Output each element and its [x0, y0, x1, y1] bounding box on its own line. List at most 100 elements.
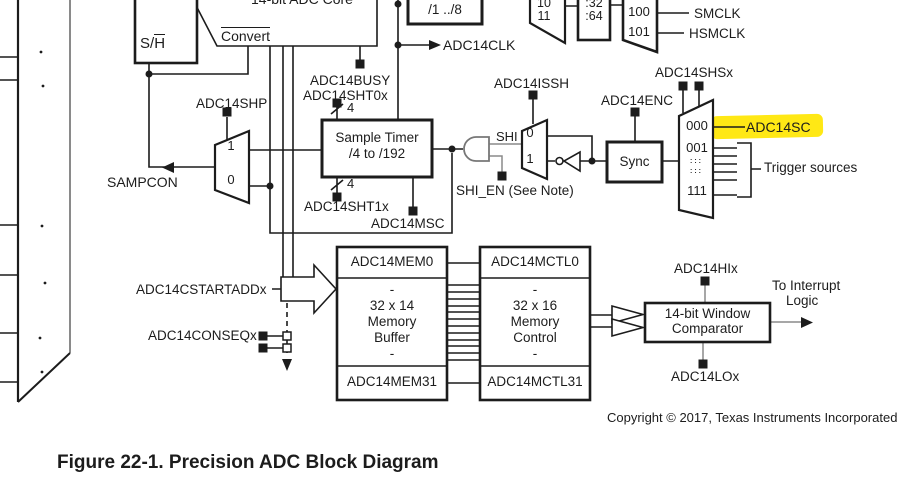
mctl-line-2: Memory	[510, 314, 560, 329]
issh-mux	[520, 118, 549, 181]
adc-core-title: 14-bit ADC Core	[251, 0, 353, 7]
to-interrupt-line2: Logic	[786, 293, 819, 308]
sample-timer-box	[320, 118, 434, 179]
conseq-tap-square-2	[282, 343, 292, 353]
shs-dots-2: :::	[690, 168, 703, 175]
bus-width-bottom: 4	[347, 176, 355, 191]
mem-header: ADC14MEM0	[350, 254, 434, 269]
clocksel-row-100: 100	[628, 4, 650, 19]
mem-line-1: 32 x 14	[369, 298, 415, 313]
hsmclk-label: HSMCLK	[689, 26, 746, 41]
to-interrupt-line1: To Interrupt	[772, 278, 841, 293]
prediv-row-11: 11	[537, 9, 551, 23]
adc14sht0x-label: ADC14SHT0x	[303, 88, 388, 103]
trigger-select-mux	[677, 98, 715, 220]
shs-row-001: 001	[686, 140, 708, 155]
mem-line-2: Memory	[367, 314, 417, 329]
conseq-arrowhead	[282, 359, 292, 371]
memory-control-box	[478, 245, 592, 402]
adc14busy-label: ADC14BUSY	[310, 73, 391, 88]
sync-label: Sync	[619, 154, 650, 169]
mem-footer: ADC14MEM31	[346, 374, 438, 389]
shs-dots-1: :::	[690, 158, 703, 165]
clock-prediv-mux	[528, 0, 567, 45]
memory-buffer-dividers	[337, 277, 447, 367]
shs-row-111: 111	[687, 183, 707, 198]
adc14hix-label: ADC14HIx	[674, 261, 738, 276]
sampcon-mux-1: 1	[227, 138, 235, 153]
clock-div32-64-box	[576, 0, 612, 42]
div-row-32: :32	[585, 0, 603, 10]
adc14sc-label: ADC14SC	[746, 119, 811, 135]
shi-en-label: SHI_EN (See Note)	[456, 183, 574, 198]
and-gate	[463, 136, 490, 162]
sample-hold-label: S/H	[140, 34, 166, 52]
shs-row-000: 000	[686, 118, 708, 133]
prediv-row-10: 10	[537, 0, 551, 10]
adc14cstartaddx-label: ADC14CSTARTADDx	[136, 282, 267, 297]
comparator-line1: 14-bit Window	[664, 306, 751, 321]
convert-label: Convert	[221, 27, 271, 44]
sampcon-arrowhead	[162, 162, 174, 173]
adc14enc-label: ADC14ENC	[601, 93, 674, 108]
sampcon-mux-0: 0	[227, 172, 235, 187]
copyright-notice: Copyright © 2017, Texas Instruments Inco…	[607, 410, 898, 425]
figure-caption: Figure 22-1. Precision ADC Block Diagram	[57, 452, 439, 473]
adc14clk-label: ADC14CLK	[443, 37, 516, 53]
comparator-line2: Comparator	[671, 321, 744, 336]
clock-source-mux	[621, 0, 659, 54]
gray-wires	[489, 143, 801, 360]
adc-core-box	[192, 0, 378, 47]
adc14sc-highlight	[710, 113, 824, 140]
mctl-line-4: -	[532, 346, 538, 361]
memory-control-dividers	[480, 277, 590, 367]
mem-line-4: -	[389, 346, 395, 361]
conseq-tap-square-1	[282, 331, 292, 341]
adc14issh-label: ADC14ISSH	[494, 76, 570, 91]
shi-label: SHI	[496, 129, 518, 144]
smclk-label: SMCLK	[694, 6, 741, 21]
adc14sht1x-label: ADC14SHT1x	[304, 199, 389, 214]
issh-mux-1: 1	[526, 151, 534, 166]
mctl-line-1: 32 x 16	[512, 298, 558, 313]
mem-line-0: -	[389, 282, 395, 297]
sampcon-mux	[213, 129, 251, 205]
clock-divider-label: /1 ../8	[428, 2, 462, 17]
sample-timer-line1: Sample Timer	[335, 130, 419, 145]
mctl-footer: ADC14MCTL31	[487, 374, 583, 389]
inverter-gate	[562, 150, 581, 173]
adc14lox-label: ADC14LOx	[671, 369, 740, 384]
bus-width-top: 4	[347, 100, 355, 115]
sample-hold-box	[133, 0, 199, 65]
analog-input-mux	[16, 0, 71, 403]
adc14clk-arrowhead	[429, 40, 441, 50]
adc14shsx-label: ADC14SHSx	[655, 65, 734, 80]
interrupt-arrowhead	[801, 317, 813, 328]
overlined-h: H	[154, 34, 166, 52]
clock-divider-box	[406, 0, 484, 26]
adc14shp-label: ADC14SHP	[196, 96, 268, 111]
mem-line-3: Buffer	[374, 330, 410, 345]
mctl-line-3: Control	[513, 330, 557, 345]
junction-dots	[145, 0, 596, 190]
window-comparator-box	[643, 301, 772, 344]
sample-timer-line2: /4 to /192	[348, 146, 406, 161]
mctl-line-0: -	[532, 282, 538, 297]
trigger-sources-label: Trigger sources	[764, 160, 858, 175]
clocksel-row-101: 101	[628, 24, 650, 39]
comparator-input-arrow-hi	[611, 304, 647, 325]
sampcon-label: SAMPCON	[107, 174, 178, 190]
sync-box	[605, 140, 664, 184]
memory-write-arrow	[280, 262, 338, 316]
arrowheads	[162, 40, 813, 371]
issh-mux-0: 0	[526, 125, 534, 140]
register-bit-markers	[222, 59, 710, 369]
mctl-header: ADC14MCTL0	[491, 254, 579, 269]
adc14msc-label: ADC14MSC	[371, 216, 445, 231]
memory-buffer-box	[335, 245, 449, 402]
div-row-64: :64	[585, 9, 603, 23]
signal-wires	[0, 0, 761, 384]
adc14conseqx-label: ADC14CONSEQx	[148, 328, 257, 343]
